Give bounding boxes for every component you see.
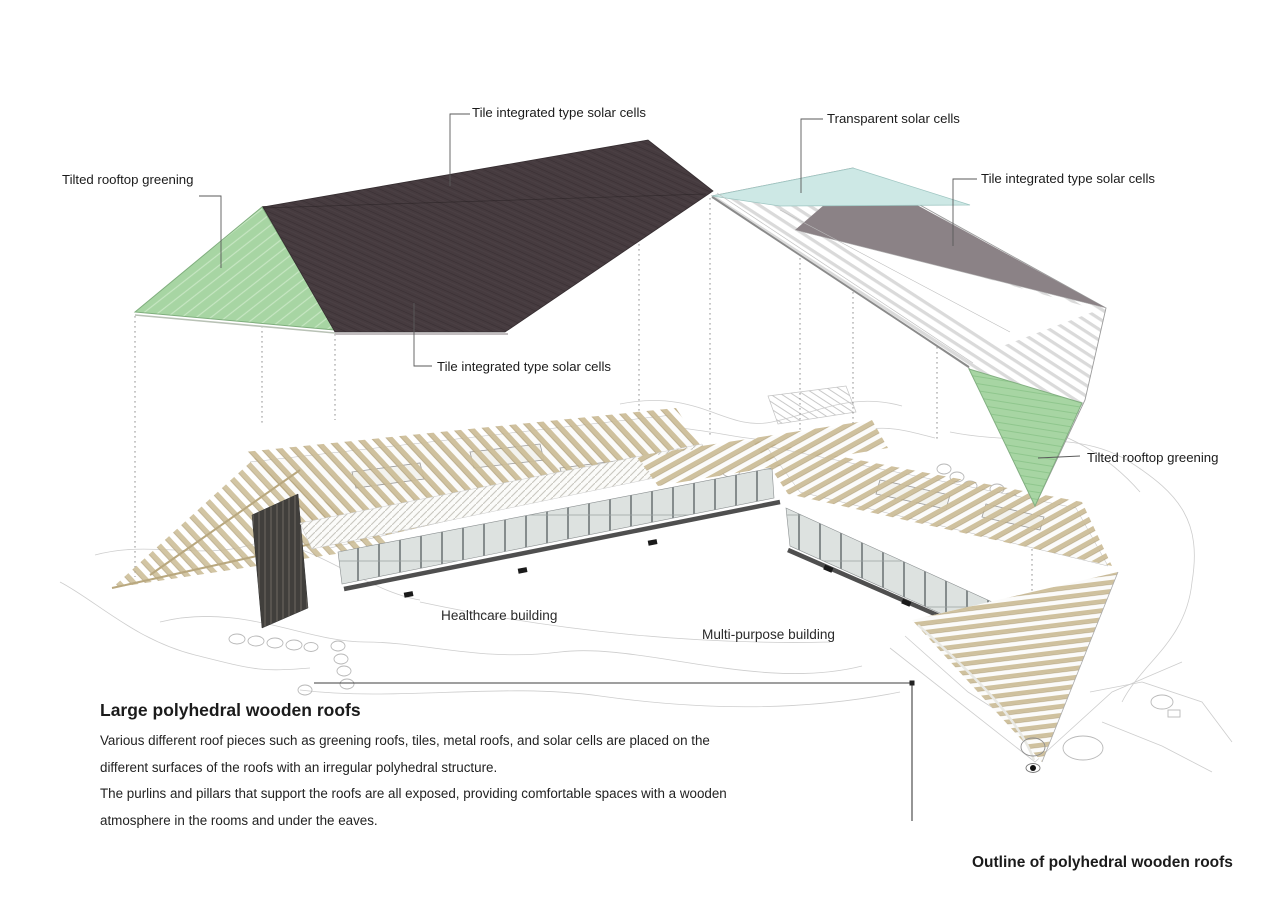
description-line: Various different roof pieces such as gr… xyxy=(100,733,710,748)
base-plinth xyxy=(343,499,781,592)
footings xyxy=(403,539,658,598)
terrain-hatch-patch xyxy=(767,385,857,425)
label-greening-right: Tilted rooftop greening xyxy=(1087,450,1218,465)
end-wall-slats xyxy=(251,493,309,629)
roof-multipurpose xyxy=(710,167,1107,508)
solar-gray-facet xyxy=(795,174,1106,308)
outline-caption: Outline of polyhedral wooden roofs xyxy=(972,854,1233,871)
annotation-node xyxy=(909,680,915,686)
label-transparent-solar: Transparent solar cells xyxy=(827,111,960,126)
description-line: atmosphere in the rooms and under the ea… xyxy=(100,813,378,828)
label-tile-solar-right: Tile integrated type solar cells xyxy=(981,171,1155,186)
label-tile-solar-top: Tile integrated type solar cells xyxy=(472,105,646,120)
tail-point xyxy=(1030,765,1036,771)
tile-roof xyxy=(262,139,714,333)
description-block: Large polyhedral wooden roofs Various di… xyxy=(100,700,727,828)
tail-fascia xyxy=(917,624,1036,761)
label-tile-solar-front: Tile integrated type solar cells xyxy=(437,359,611,374)
label-multipurpose-building: Multi-purpose building xyxy=(702,627,835,642)
transparent-solar-facet xyxy=(711,167,971,207)
healthcare-building xyxy=(111,408,781,629)
tail-circle-mark xyxy=(1020,737,1046,757)
label-healthcare-building: Healthcare building xyxy=(441,608,557,623)
label-greening-left: Tilted rooftop greening xyxy=(62,172,193,187)
roof-tail-purlins xyxy=(912,572,1118,762)
roof-purlins xyxy=(752,440,1112,566)
outline-annotation xyxy=(314,680,915,821)
greening-facet xyxy=(968,368,1083,508)
description-heading: Large polyhedral wooden roofs xyxy=(100,700,361,720)
annotation-labels: Tilted rooftop greening Tile integrated … xyxy=(62,105,1218,642)
roof-healthcare xyxy=(133,139,714,335)
glass-facade xyxy=(337,467,775,585)
multipurpose-building xyxy=(636,420,1119,773)
metal-white-facet xyxy=(800,226,1098,347)
description-line: different surfaces of the roofs with an … xyxy=(100,760,497,775)
description-line: The purlins and pillars that support the… xyxy=(100,786,727,801)
leader-lines xyxy=(199,113,1081,459)
